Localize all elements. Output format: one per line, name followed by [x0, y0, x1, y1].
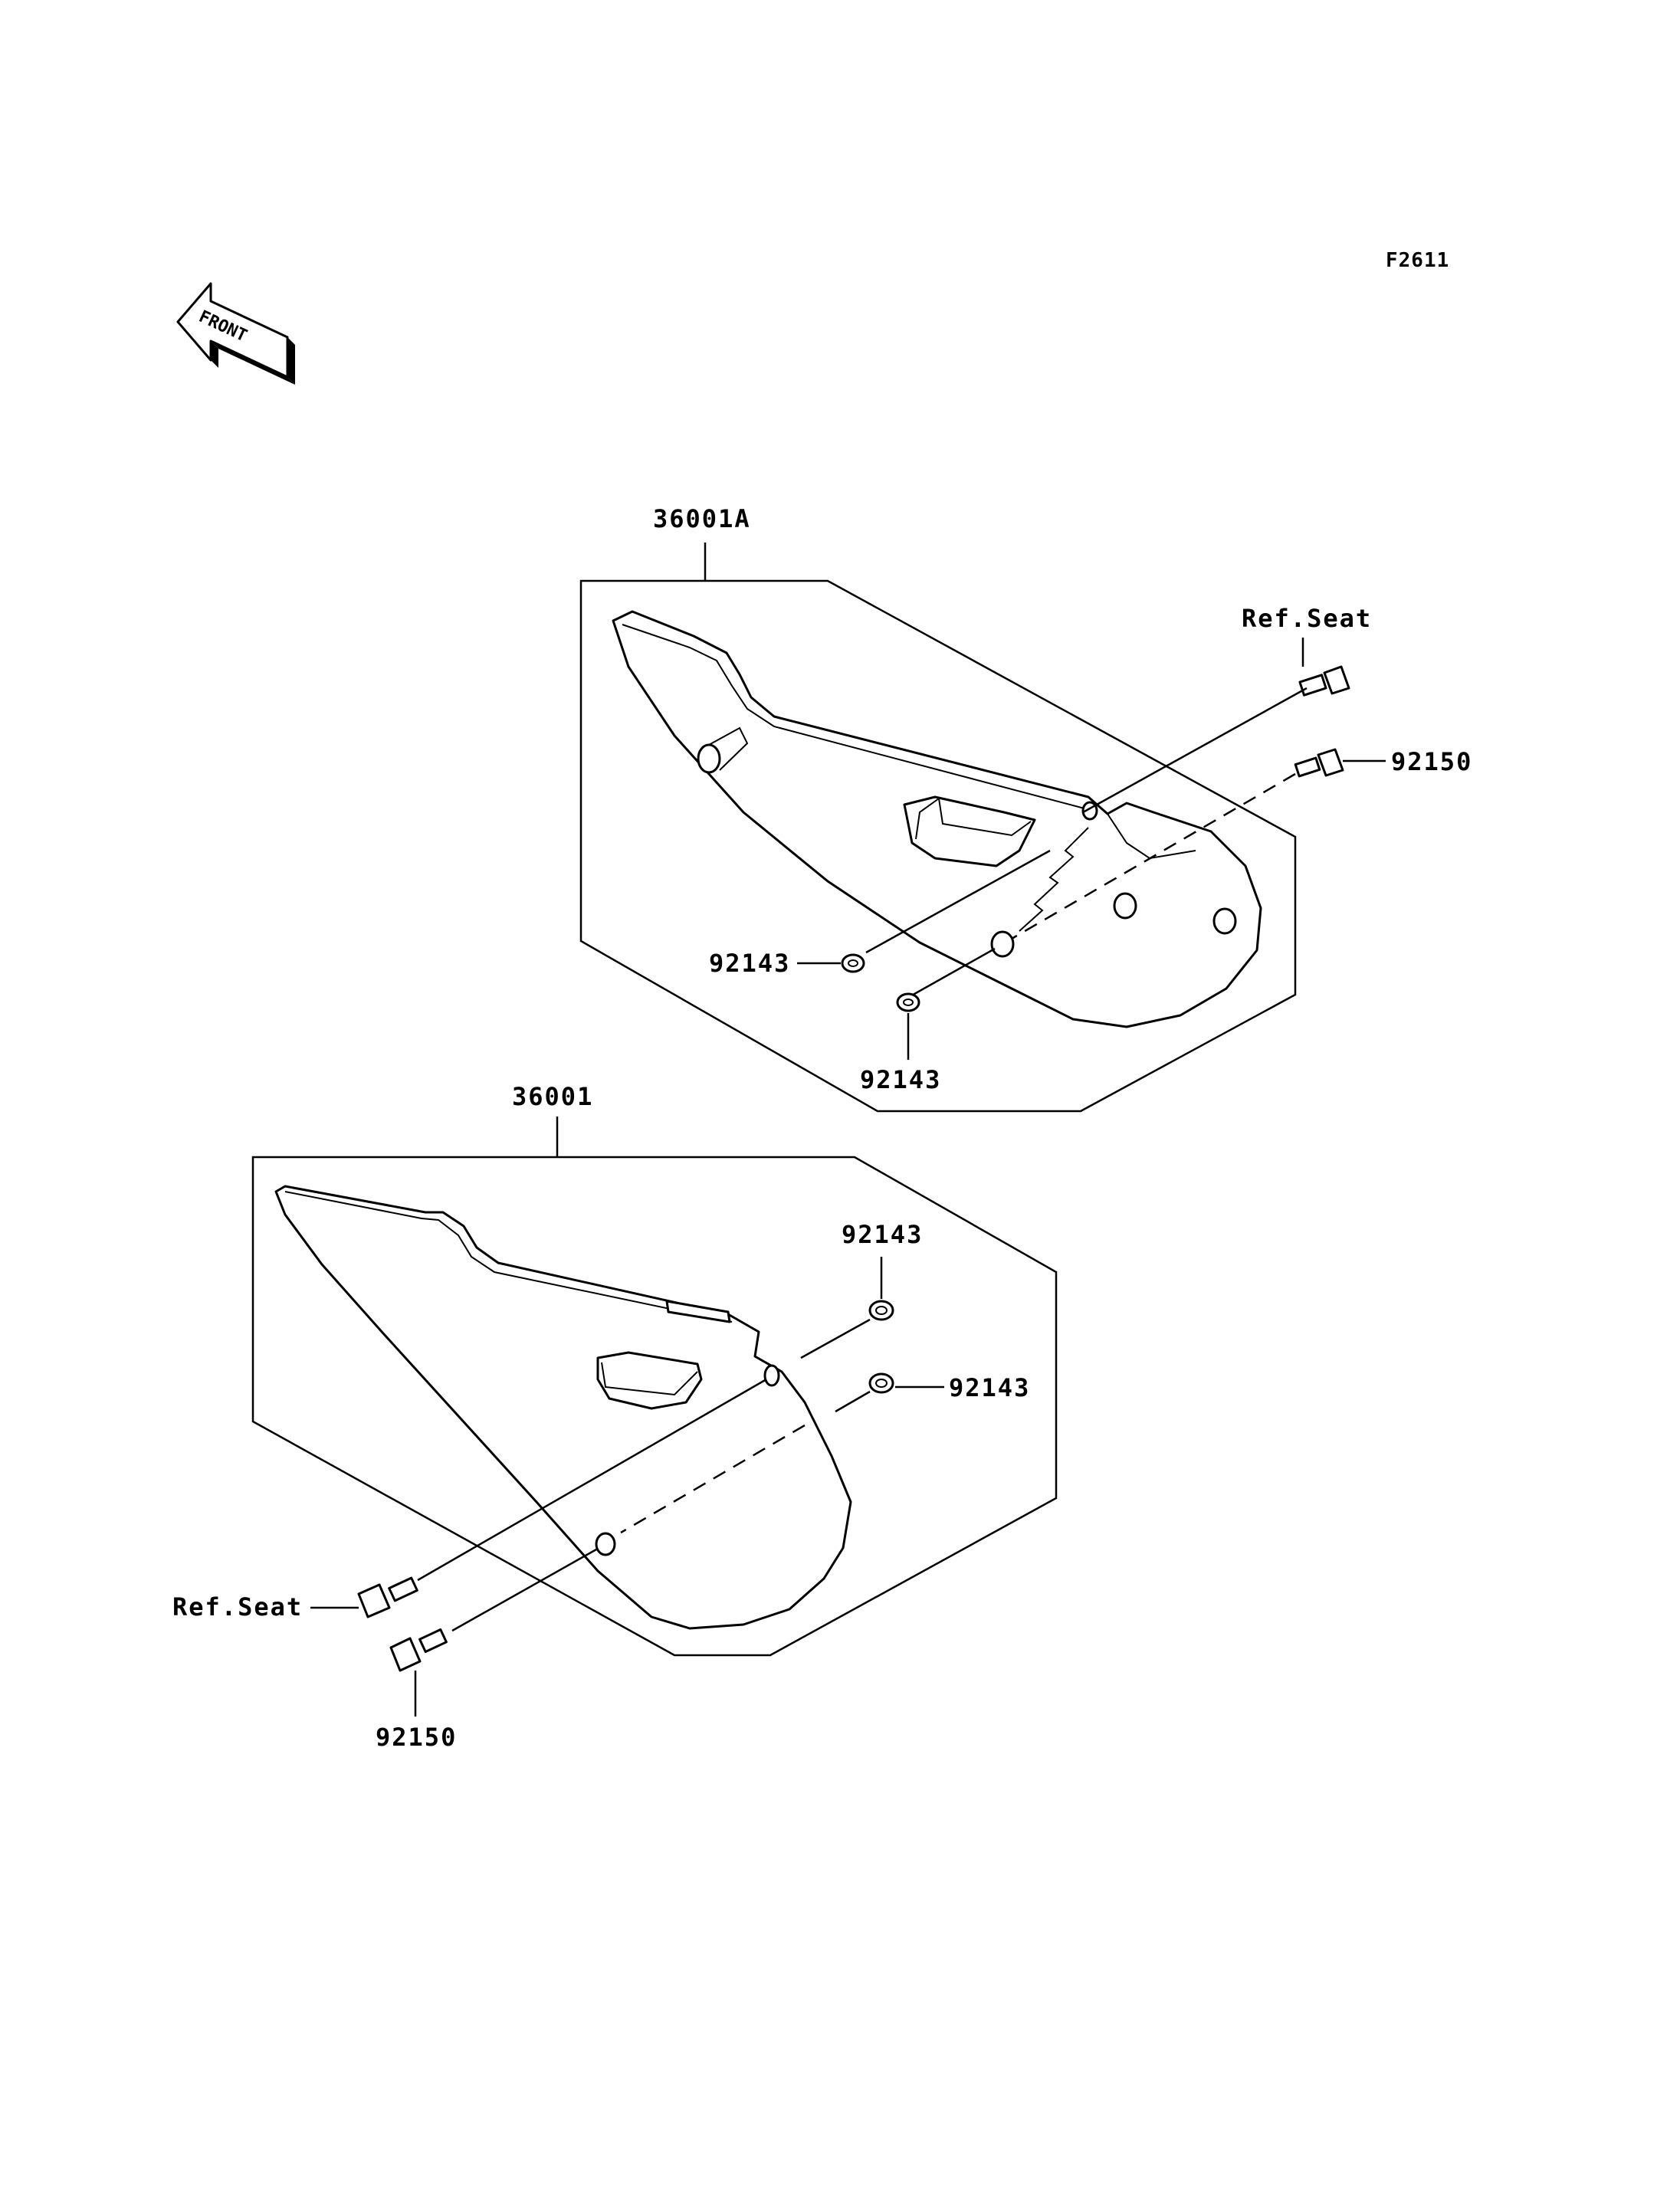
upper-assembly: 36001A Ref.Seat 92150 [579, 504, 1472, 1113]
front-arrow-icon: FRONT [176, 282, 295, 385]
upper-bolt-92150-icon [1294, 748, 1344, 778]
upper-ref-seat-bolt-icon [1298, 665, 1350, 697]
upper-frame [579, 579, 1297, 1113]
upper-washer-left-icon [841, 953, 865, 973]
lower-washer-right-label: 92143 [949, 1373, 1030, 1402]
lower-bolt-92150-label: 92150 [376, 1723, 457, 1752]
lower-ref-seat-label: Ref.Seat [172, 1592, 303, 1622]
lower-bolt-92150-icon [389, 1628, 448, 1672]
figure-code: F2611 [1386, 249, 1449, 272]
lower-washer-right-icon [868, 1372, 894, 1394]
upper-bolt-92150-label: 92150 [1391, 747, 1472, 776]
upper-washer-bottom-icon [896, 992, 920, 1012]
lower-assembly: 36001 92143 92143 Ref.Seat [172, 1082, 1058, 1752]
lower-frame [251, 1156, 1058, 1657]
lower-side-cover [274, 1185, 852, 1630]
upper-washer-left-label: 92143 [709, 949, 790, 978]
lower-washer-top-icon [868, 1300, 894, 1321]
upper-part-label: 36001A [653, 504, 751, 533]
lower-part-label: 36001 [512, 1082, 593, 1111]
lower-washer-top-label: 92143 [842, 1220, 923, 1249]
upper-ref-seat-label: Ref.Seat [1242, 604, 1372, 633]
upper-washer-bottom-label: 92143 [860, 1065, 941, 1094]
lower-ref-seat-bolt-icon [357, 1576, 418, 1618]
